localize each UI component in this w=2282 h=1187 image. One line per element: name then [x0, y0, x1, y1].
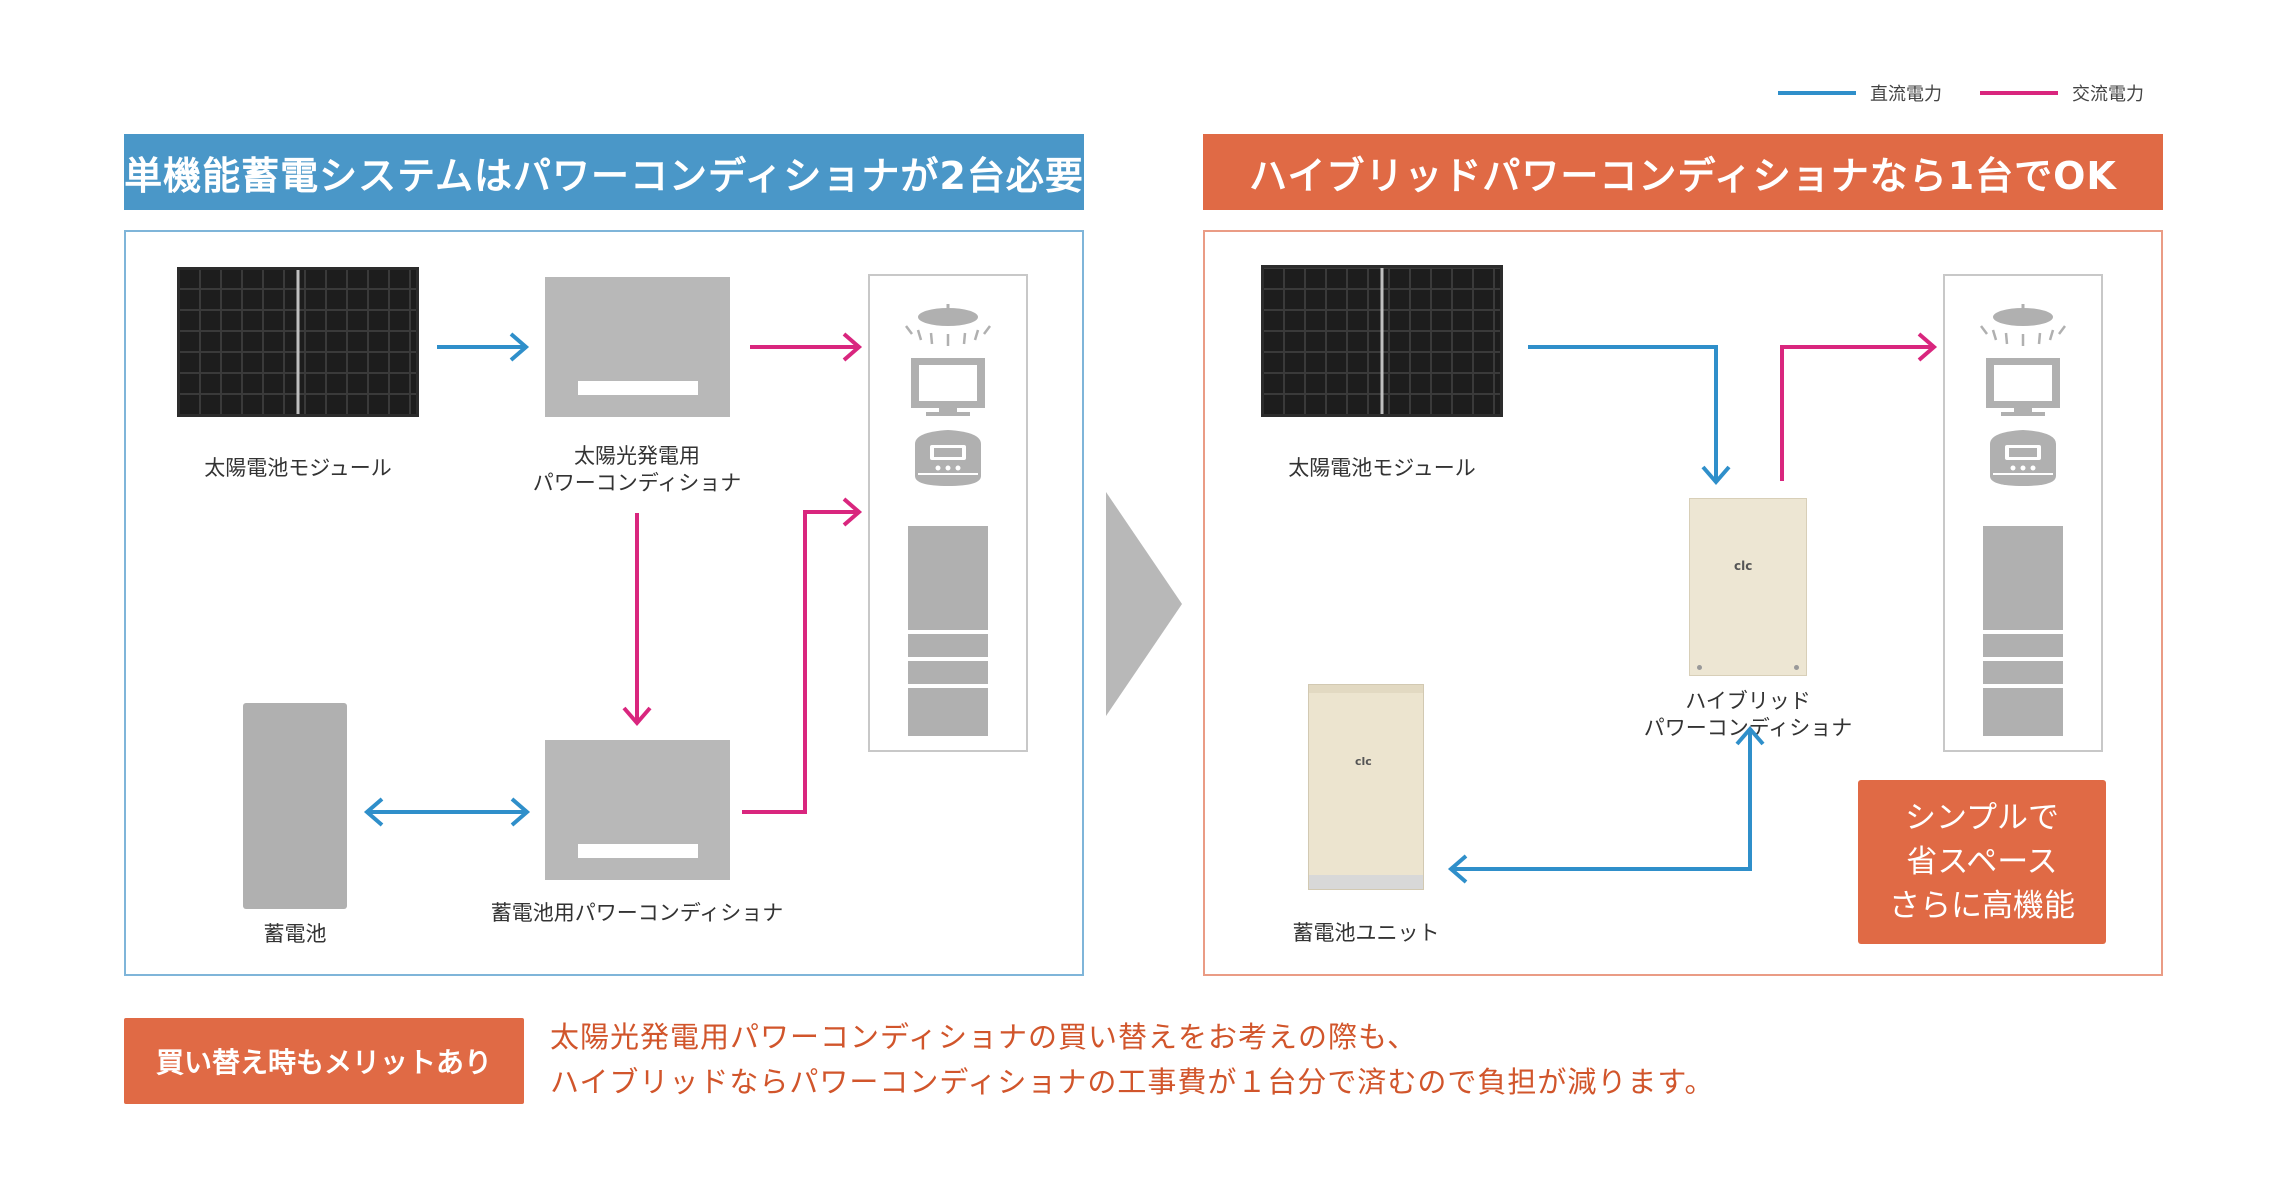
- battery-unit-logo: clc: [1355, 755, 1372, 768]
- merit-description: 太陽光発電用パワーコンディショナの買い替えをお考えの際も、 ハイブリッドならパワ…: [550, 1015, 1715, 1105]
- battery-unit-label: 蓄電池ユニット: [1292, 921, 1440, 945]
- hybrid-pcs-label: ハイブリッド パワーコンディショナ: [1598, 688, 1898, 743]
- feature-badge: シンプルで 省スペース さらに高機能: [1858, 780, 2106, 944]
- hybrid-pcs: clc: [1689, 498, 1807, 676]
- left-solar-pcs-label: 太陽光発電用 パワーコンディショナ: [487, 443, 787, 498]
- merit-description-line1: 太陽光発電用パワーコンディショナの買い替えをお考えの際も、: [550, 1020, 1418, 1054]
- right-appliances-box: [1943, 274, 2103, 752]
- hybrid-pcs-foot-right: [1794, 665, 1799, 670]
- left-solar-label: 太陽電池モジュール: [204, 456, 392, 480]
- left-header: 単機能蓄電システムはパワーコンディショナが2台必要: [124, 134, 1084, 210]
- right-header: ハイブリッドパワーコンディショナなら1台でOK: [1203, 134, 2163, 210]
- merit-description-line2: ハイブリッドならパワーコンディショナの工事費が１台分で済むので負担が減ります。: [550, 1064, 1715, 1099]
- battery-unit-base: [1309, 875, 1423, 889]
- legend-dc-label: 直流電力: [1870, 84, 1942, 105]
- hybrid-pcs-logo: clc: [1734, 559, 1753, 573]
- left-battery-pcs-label: 蓄電池用パワーコンディショナ: [490, 901, 784, 925]
- feature-badge-line2: 省スペース: [1906, 843, 2058, 880]
- legend-dc: 直流電力: [1778, 80, 1942, 106]
- left-solar-module: [177, 267, 419, 417]
- feature-badge-line1: シンプルで: [1904, 799, 2060, 836]
- left-battery: [243, 703, 347, 909]
- right-solar-label: 太陽電池モジュール: [1288, 456, 1476, 480]
- battery-unit: clc: [1308, 684, 1424, 890]
- left-solar-pcs-label-line1: 太陽光発電用: [574, 444, 700, 468]
- merit-badge: 買い替え時もメリットあり: [124, 1018, 524, 1104]
- legend-dc-swatch: [1778, 91, 1856, 95]
- feature-badge-line3: さらに高機能: [1889, 888, 2075, 924]
- hybrid-pcs-foot-left: [1697, 665, 1702, 670]
- left-appliances-box: [868, 274, 1028, 752]
- hybrid-pcs-label-line1: ハイブリッド: [1685, 689, 1811, 713]
- hybrid-pcs-label-line2: パワーコンディショナ: [1643, 716, 1853, 741]
- left-battery-pcs: [545, 740, 730, 880]
- left-battery-label: 蓄電池: [263, 922, 327, 946]
- left-solar-pcs: [545, 277, 730, 417]
- legend-ac-swatch: [1980, 91, 2058, 95]
- left-solar-pcs-label-line2: パワーコンディショナ: [532, 471, 742, 496]
- battery-unit-top: [1309, 685, 1423, 693]
- right-solar-module: [1261, 265, 1503, 417]
- legend-ac: 交流電力: [1980, 80, 2144, 106]
- legend-ac-label: 交流電力: [2072, 84, 2144, 105]
- left-solar-pcs-slot: [578, 381, 698, 395]
- left-battery-pcs-slot: [578, 844, 698, 858]
